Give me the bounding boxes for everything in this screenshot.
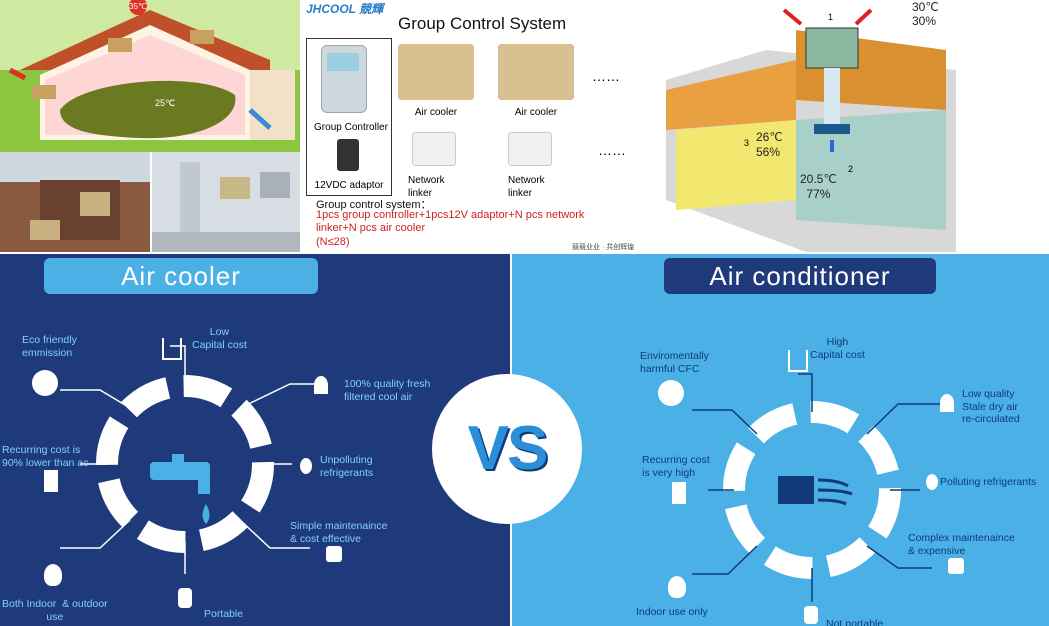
outside-conditions: 30℃ 30% [912,0,939,28]
air-cooler-title: Air cooler [44,258,318,294]
air-cooler-panel: Air cooler Eco friendly emmission Low Ca… [0,254,510,626]
worker-icon [948,558,964,574]
hot-temp-label: 35℃ [129,2,147,11]
building-airflow-diagram: 1 2 3 30℃ 30% 26℃ 56% 20.5℃ 77% [656,0,974,252]
lightbulb-icon [44,564,62,586]
cooler-label-2: Air cooler [514,107,558,118]
footer-slogan: 競競业业 · 共创辉煌 [572,244,635,251]
zone-1-number: 1 [828,12,833,22]
cfc-label: Enviromentally harmful CFC [640,350,709,375]
vs-circle [432,374,582,524]
air-cooler-unit-icon [398,44,474,100]
controller-box: Group Controller 12VDC adaptor [306,38,392,196]
group-control-panel: JHCOOL 競輝 Group Control System Group Con… [302,0,654,252]
capital-cost-icon [162,338,182,360]
zone-3-conditions: 26℃ 56% [756,130,783,159]
ellipsis-bottom: …… [598,142,626,158]
adaptor-icon [337,139,359,171]
network-linker-icon [508,132,552,166]
network-linker-icon [412,132,456,166]
portable-label: Portable [204,608,244,620]
recurring-cost-label: Recurring cost is 90% lower than ac [2,444,89,469]
not-portable-icon [804,606,818,624]
eco-emission-icon [32,370,58,396]
air-conditioner-panel: Air conditioner Enviromentally harmful C… [512,254,1049,626]
worker-icon [326,546,342,562]
drop-icon [300,458,312,474]
quality-badge-icon [314,376,328,394]
cool-temp-label: 25℃ [155,98,175,108]
polluting-label: Polluting refrigerants [940,476,1037,488]
system-description: 1pcs group controller+1pcs12V adaptor+N … [316,209,585,234]
blank-area [974,0,1049,252]
low-quality-label: Low quality Stale dry air re-circulated [962,388,1020,425]
maintenance-label: Complex maintenaince & expensive [908,532,1015,557]
drop-icon [926,474,938,490]
brand-logo: JHCOOL 競輝 [306,2,384,16]
controller-screen-icon [327,53,359,71]
air-conditioner-title: Air conditioner [664,258,936,294]
maintenance-label: Simple maintenaince & cost effective [290,520,388,545]
high-capital-label: High Capital cost [810,336,865,361]
low-capital-label: Low Capital cost [192,326,247,351]
zone-2-conditions: 20.5℃ 77% [800,172,837,201]
recurring-cost-label: Recurring cost is very high [642,454,710,479]
quality-badge-icon [940,394,954,412]
controller-label: Group Controller [314,122,388,133]
cfc-icon [658,380,684,406]
building-icon [44,470,58,492]
capital-cost-icon [788,350,808,372]
lightbulb-icon [668,576,686,598]
vs-label: VS [467,414,549,483]
quality-air-label: 100% quality fresh filtered cool air [344,378,431,403]
house-cooling-illustration: 35℃ 25℃ [0,0,300,152]
ellipsis-top: …… [592,68,620,84]
system-heading: Group control system： [316,199,432,211]
building-icon [672,482,686,504]
eco-label: Eco friendly emmission [22,334,77,359]
linker-label-1: Network linker [408,175,445,199]
system-note: (N≤28) [316,236,350,248]
group-control-title: Group Control System [398,14,567,33]
adaptor-label: 12VDC adaptor [314,180,384,191]
zone-3-number: 3 [744,138,749,148]
unpolluting-label: Unpolluting refrigerants [320,454,374,479]
cooler-label-1: Air cooler [414,107,458,118]
indoor-outdoor-label: Both Indoor & outdoor use [2,598,108,623]
zone-2-number: 2 [848,164,853,174]
air-cooler-unit-icon [498,44,574,100]
not-portable-label: Not portable [826,618,884,626]
linker-label-2: Network linker [508,175,545,199]
indoor-only-label: Indoor use only [636,606,708,618]
installation-photos [0,152,300,252]
portable-icon [178,588,192,608]
